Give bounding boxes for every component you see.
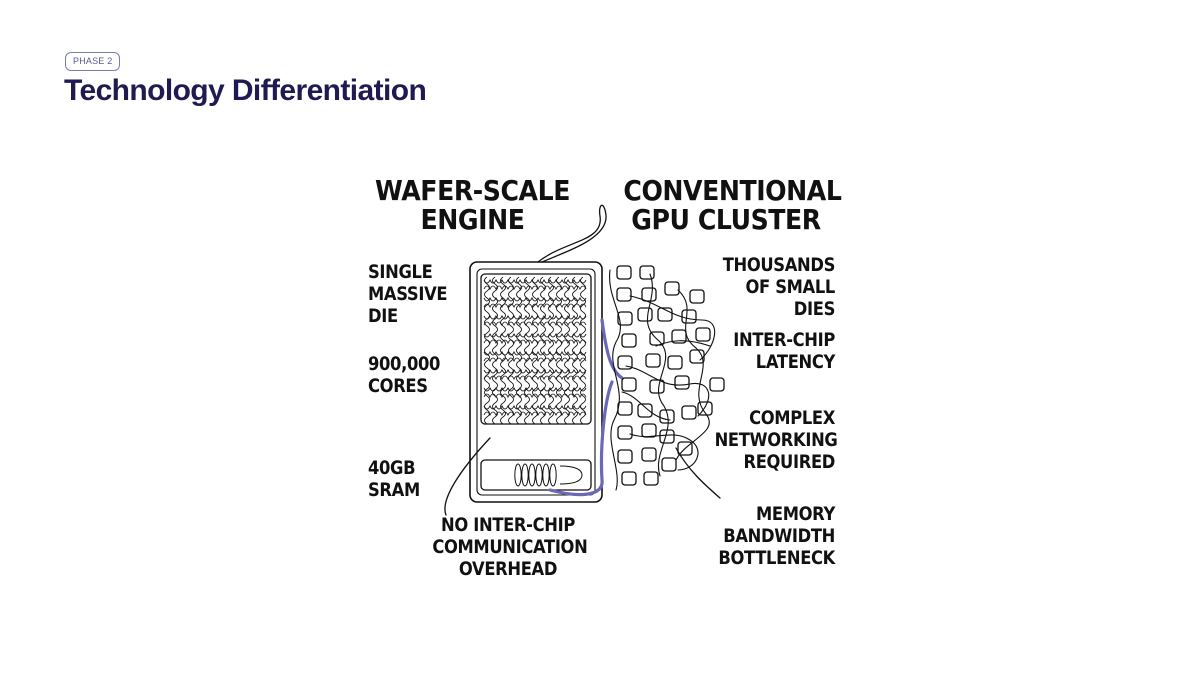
bottleneck-pointer <box>675 447 721 499</box>
latency-label: INTER-CHIP LATENCY <box>733 329 835 373</box>
core-mesh-border <box>480 273 592 425</box>
gpu-pointers <box>675 447 721 499</box>
page-title: Technology Differentiation <box>64 74 427 107</box>
small-dies-label: THOUSANDS OF SMALL DIES <box>722 254 836 320</box>
sram-label: 40GB SRAM <box>368 457 420 501</box>
gpu-cluster-heading: CONVENTIONAL GPU CLUSTER <box>623 174 842 236</box>
wafer-outer-frame <box>469 261 603 503</box>
accent-connectors <box>548 318 624 497</box>
phase-badge: PHASE 2 <box>65 52 121 71</box>
overhead-pointer <box>444 437 491 516</box>
bottleneck-label: MEMORY BANDWIDTH BOTTLENECK <box>718 503 835 569</box>
networking-label: COMPLEX NETWORKING REQUIRED <box>714 407 838 473</box>
wafer-scale-heading: WAFER-SCALE ENGINE <box>375 174 570 236</box>
wafer-scale-chip-drawing <box>444 204 607 516</box>
gpu-wires <box>609 269 716 491</box>
no-overhead-label: NO INTER-CHIP COMMUNICATION OVERHEAD <box>432 514 588 580</box>
line-drawing <box>444 204 725 516</box>
core-mesh <box>483 276 587 425</box>
sram-coils <box>514 463 583 487</box>
single-die-label: SINGLE MASSIVE DIE <box>368 261 448 327</box>
wafer-inner-frame <box>476 268 596 496</box>
sram-block <box>480 459 592 491</box>
connector-loop <box>537 204 607 263</box>
gpu-cluster-drawing <box>616 265 725 486</box>
comparison-illustration: WAFER-SCALE ENGINE CONVENTIONAL GPU CLUS… <box>360 170 850 590</box>
cores-label: 900,000 CORES <box>368 353 441 397</box>
